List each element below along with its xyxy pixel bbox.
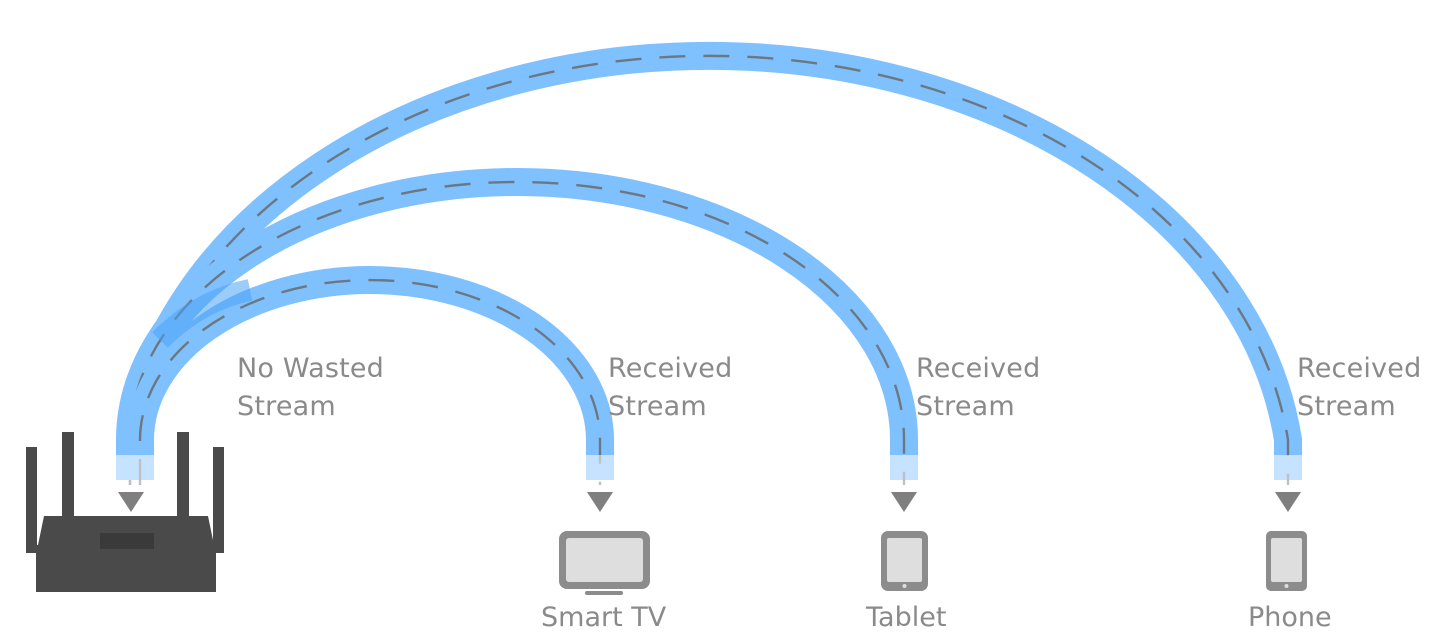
stream-label-line1: Received (916, 353, 1041, 384)
phone-icon (1266, 531, 1307, 591)
router-icon (26, 432, 224, 592)
stream-label-line2: Stream (608, 391, 707, 422)
stream-label-line1: Received (1297, 353, 1422, 384)
device-label-tv: Smart TV (541, 602, 667, 633)
arrow-head-tablet (891, 492, 917, 512)
tv-icon (559, 531, 650, 595)
stream-overlap (152, 279, 253, 348)
stream-label-tv: Received Stream (608, 350, 732, 426)
stream-label-line1: Received (608, 353, 733, 384)
stream-label-tablet: Received Stream (916, 350, 1040, 426)
arc-fades (112, 455, 1310, 495)
arrow-head-phone (1275, 492, 1301, 512)
source-label: No Wasted Stream (237, 350, 384, 426)
stream-label-line2: Stream (1297, 391, 1396, 422)
source-label-line2: Stream (237, 391, 336, 422)
tablet-icon (881, 531, 928, 591)
stream-arc-tv (126, 266, 614, 485)
stream-label-line2: Stream (916, 391, 1015, 422)
arrow-head-tv (587, 492, 613, 512)
arrow-head-router (118, 492, 144, 512)
source-label-line1: No Wasted (237, 353, 385, 384)
stream-arc-phone (116, 41, 1302, 485)
device-label-phone: Phone (1248, 602, 1332, 633)
stream-label-phone: Received Stream (1297, 350, 1421, 426)
device-label-tablet: Tablet (866, 602, 947, 633)
